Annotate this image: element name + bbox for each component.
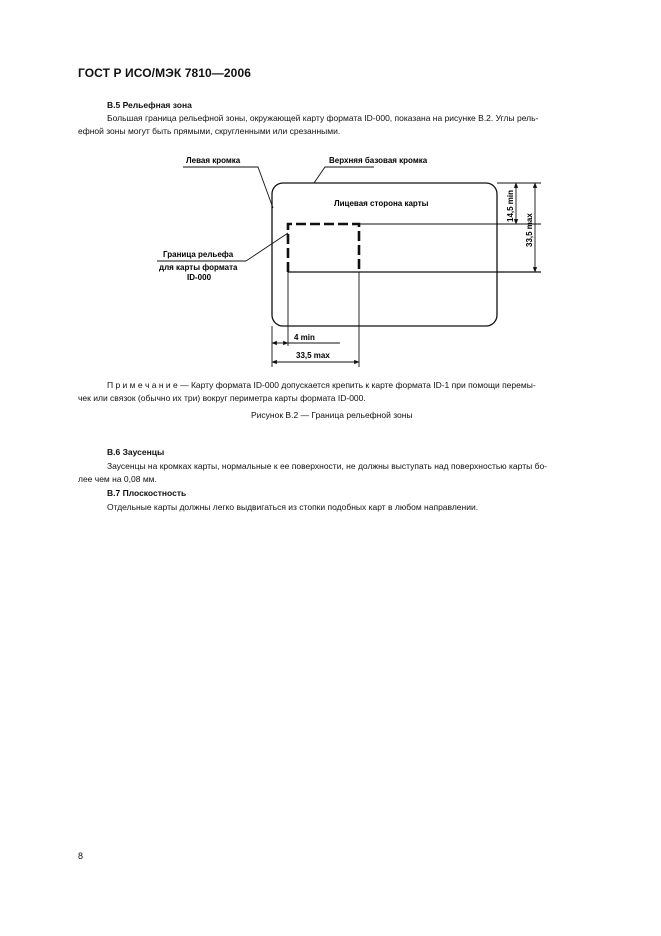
- section-b7-heading: B.7 Плоскостность: [107, 488, 187, 498]
- label-top-ref-edge: Верхняя базовая кромка: [329, 156, 428, 165]
- label-relief-line3: ID-000: [187, 273, 212, 282]
- leader-left-edge: [249, 166, 274, 209]
- leader-top-edge: [313, 166, 374, 184]
- label-dim-14-5: 14,5 min: [506, 190, 515, 222]
- label-left-edge: Левая кромка: [186, 156, 241, 165]
- section-b7-line1: Отдельные карты должны легко выдвигаться…: [107, 502, 479, 512]
- label-relief-line1: Граница рельефа: [163, 250, 234, 259]
- note-line1: П р и м е ч а н и е — Карту формата ID-0…: [107, 380, 536, 390]
- label-dim-33-5-vertical: 33,5 max: [525, 213, 534, 247]
- section-b6-line2: лее чем на 0,08 мм.: [78, 474, 157, 484]
- label-dim-4: 4 min: [294, 333, 315, 342]
- relief-boundary-dashed: [286, 222, 361, 272]
- document-header: ГОСТ Р ИСО/МЭК 7810—2006: [78, 66, 251, 80]
- section-b5-heading: B.5 Рельефная зона: [107, 100, 192, 110]
- section-b5-line2: ефной зоны могут быть прямыми, скругленн…: [78, 126, 341, 136]
- relief-label-leader: [245, 232, 289, 262]
- page-number: 8: [78, 851, 84, 861]
- note-line2: чек или связок (обычно их три) вокруг пе…: [78, 393, 366, 403]
- section-b6-heading: B.6 Заусенцы: [107, 447, 165, 457]
- card-outline: [271, 182, 498, 327]
- figure-caption: Рисунок B.2 — Граница рельефной зоны: [251, 410, 413, 420]
- section-b6-line1: Заусенцы на кромках карты, нормальные к …: [107, 461, 547, 471]
- label-relief-line2: для карты формата: [159, 263, 238, 272]
- label-dim-33-5-horizontal: 33,5 max: [296, 351, 330, 360]
- section-b5-line1: Большая граница рельефной зоны, окружающ…: [107, 113, 539, 123]
- label-card-face: Лицевая сторона карты: [334, 199, 429, 208]
